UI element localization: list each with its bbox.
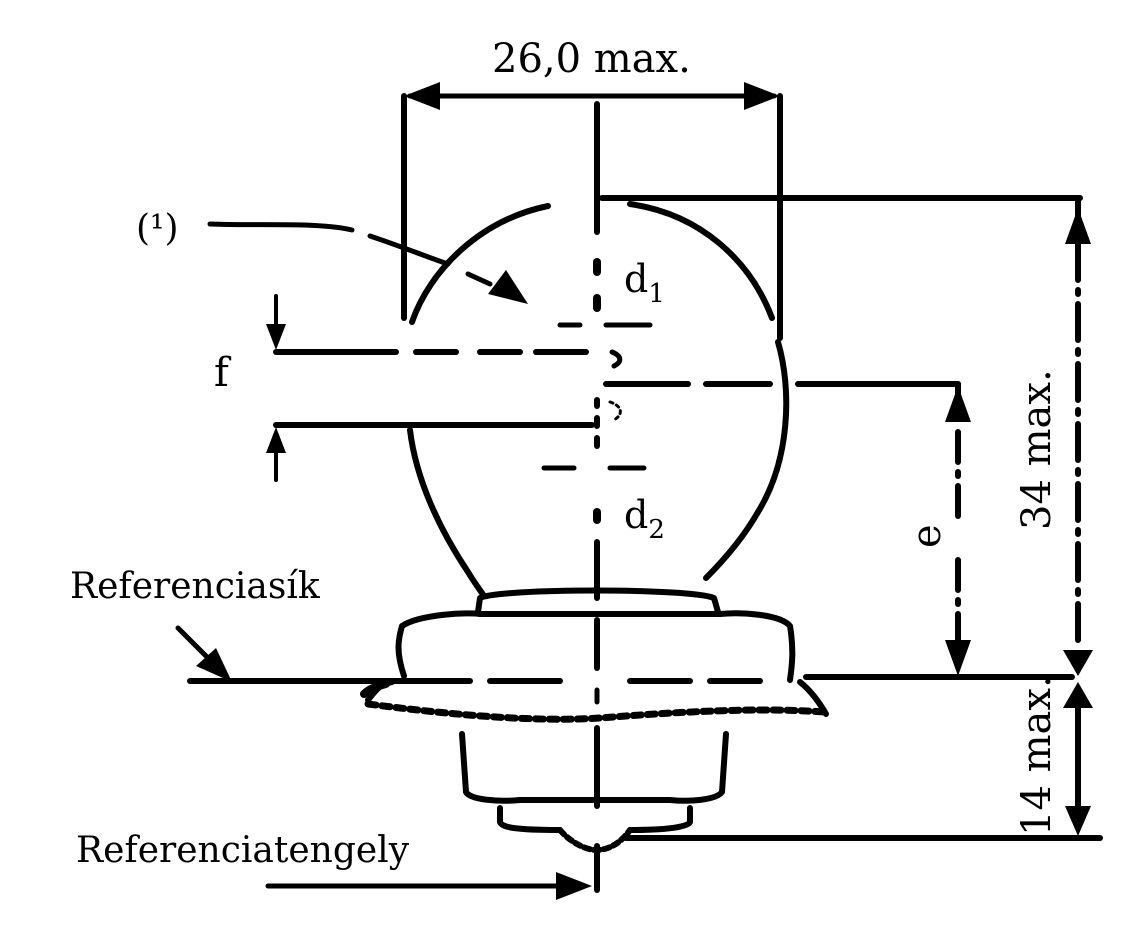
d2-label: d2 [624, 493, 665, 545]
lamp-cap [360, 587, 829, 853]
width-label: 26,0 max. [492, 36, 691, 82]
e-dimension [603, 381, 971, 676]
bulb-glass [407, 201, 790, 599]
note-pointer [207, 221, 528, 304]
base-dimension [623, 682, 1103, 841]
ref-axis-label: Referenciatengely [76, 830, 410, 871]
d1-label: d1 [624, 257, 665, 309]
f-label: f [214, 350, 232, 396]
filament-shields [541, 322, 653, 471]
f-dimension [266, 294, 595, 482]
width-dimension [401, 82, 783, 341]
ref-axis-pointer [265, 872, 592, 900]
ref-plane-label: Referenciasík [70, 566, 321, 607]
e-label: e [904, 524, 950, 548]
note-label: (¹) [136, 208, 179, 249]
base-label: 14 max. [1014, 675, 1060, 836]
ref-plane-pointer [175, 625, 232, 682]
height-dimension [599, 195, 1093, 676]
reference-plane-line [187, 674, 1075, 684]
height-label: 34 max. [1014, 369, 1060, 530]
